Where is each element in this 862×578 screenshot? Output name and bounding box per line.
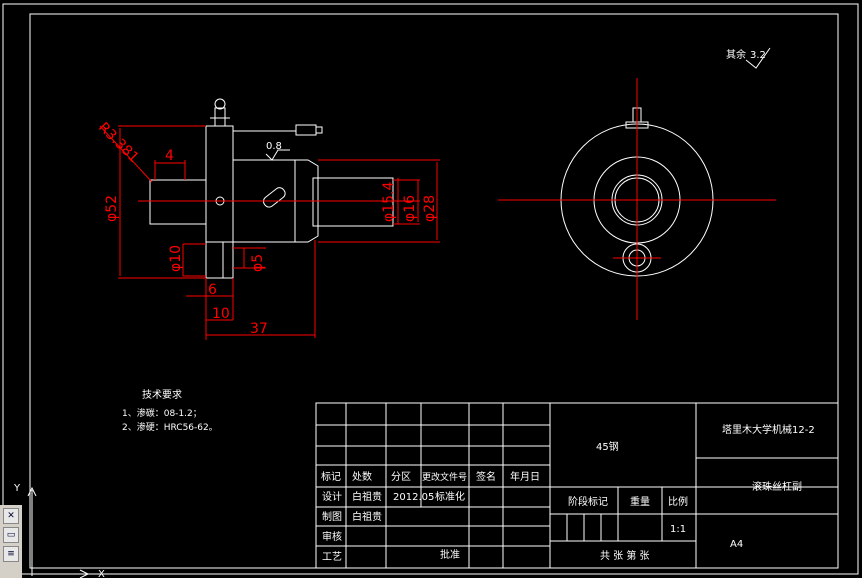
dim-length-37: 37 <box>250 321 268 337</box>
side-view <box>498 78 776 320</box>
dim-diameter-15-4: φ15.4 <box>381 182 397 223</box>
dim-diameter-5: φ5 <box>250 254 266 272</box>
header-zone: 分区 <box>391 471 411 483</box>
draft-name: 白祖贵 <box>352 510 382 523</box>
nut-flange <box>205 125 234 279</box>
material: 45钢 <box>596 440 619 453</box>
dim-pitch: 4 <box>165 148 174 164</box>
dim-length-6: 6 <box>208 282 217 298</box>
front-dimensions: R3.381 4 φ52 φ10 φ5 φ15.4 φ16 φ28 6 10 3… <box>95 120 440 340</box>
dim-diameter-28: φ28 <box>422 195 438 222</box>
scale-label: 比例 <box>668 495 688 508</box>
header-count: 处数 <box>352 470 372 483</box>
roughness-value: 3.2 <box>750 50 766 61</box>
standard-label: 标准化 <box>435 490 465 503</box>
layer-icon[interactable]: ≡ <box>3 546 19 562</box>
review-label: 审核 <box>322 530 342 543</box>
notes-line2: 2、渗硬：HRC56-62。 <box>122 421 218 433</box>
paper-size: A4 <box>730 539 743 550</box>
roughness-label: 其余 <box>726 48 746 61</box>
floating-toolbar: ✕ ▭ ≡ <box>0 505 22 578</box>
ucs-icon: Y X <box>13 483 105 578</box>
sheets-label: 共 张 第 张 <box>600 549 650 562</box>
dim-diameter-52: φ52 <box>104 195 120 222</box>
part-name: 滚珠丝杠副 <box>752 480 802 493</box>
design-date: 2012.05 <box>393 492 434 503</box>
weight-label: 重量 <box>630 495 650 508</box>
slot <box>262 187 286 208</box>
inner-frame <box>29 13 839 569</box>
oil-nipple <box>214 107 226 127</box>
window-icon[interactable]: ▭ <box>3 527 19 543</box>
left-thread <box>149 179 207 225</box>
notes-title: 技术要求 <box>142 388 182 401</box>
outer-frame <box>2 3 859 575</box>
design-name: 白祖贵 <box>352 490 382 503</box>
draft-label: 制图 <box>322 510 342 523</box>
approve-label: 批准 <box>440 548 460 561</box>
header-change-doc: 更改文件号 <box>422 471 467 483</box>
dim-diameter-16: φ16 <box>402 195 418 222</box>
school-name: 塔里木大学机械12-2 <box>722 423 815 436</box>
close-icon[interactable]: ✕ <box>3 508 19 524</box>
header-signature: 签名 <box>476 470 496 483</box>
process-label: 工艺 <box>322 551 342 563</box>
notes-line1: 1、渗碳：08-1.2； <box>122 407 202 419</box>
dim-diameter-10: φ10 <box>168 245 184 272</box>
dim-length-10: 10 <box>212 306 230 322</box>
title-block: 45钢 塔里木大学机械12-2 滚珠丝杠副 A4 标记 处数 分区 更改文件号 … <box>315 402 839 569</box>
ucs-y-label: Y <box>13 483 21 494</box>
design-label: 设计 <box>322 490 342 503</box>
header-date: 年月日 <box>510 470 540 483</box>
right-thread <box>312 177 394 227</box>
header-mark: 标记 <box>321 471 341 483</box>
surface-finish-label: 0.8 <box>266 141 282 152</box>
ucs-x-label: X <box>98 569 105 578</box>
scale-value: 1:1 <box>670 524 686 535</box>
stage-label: 阶段标记 <box>568 495 608 508</box>
